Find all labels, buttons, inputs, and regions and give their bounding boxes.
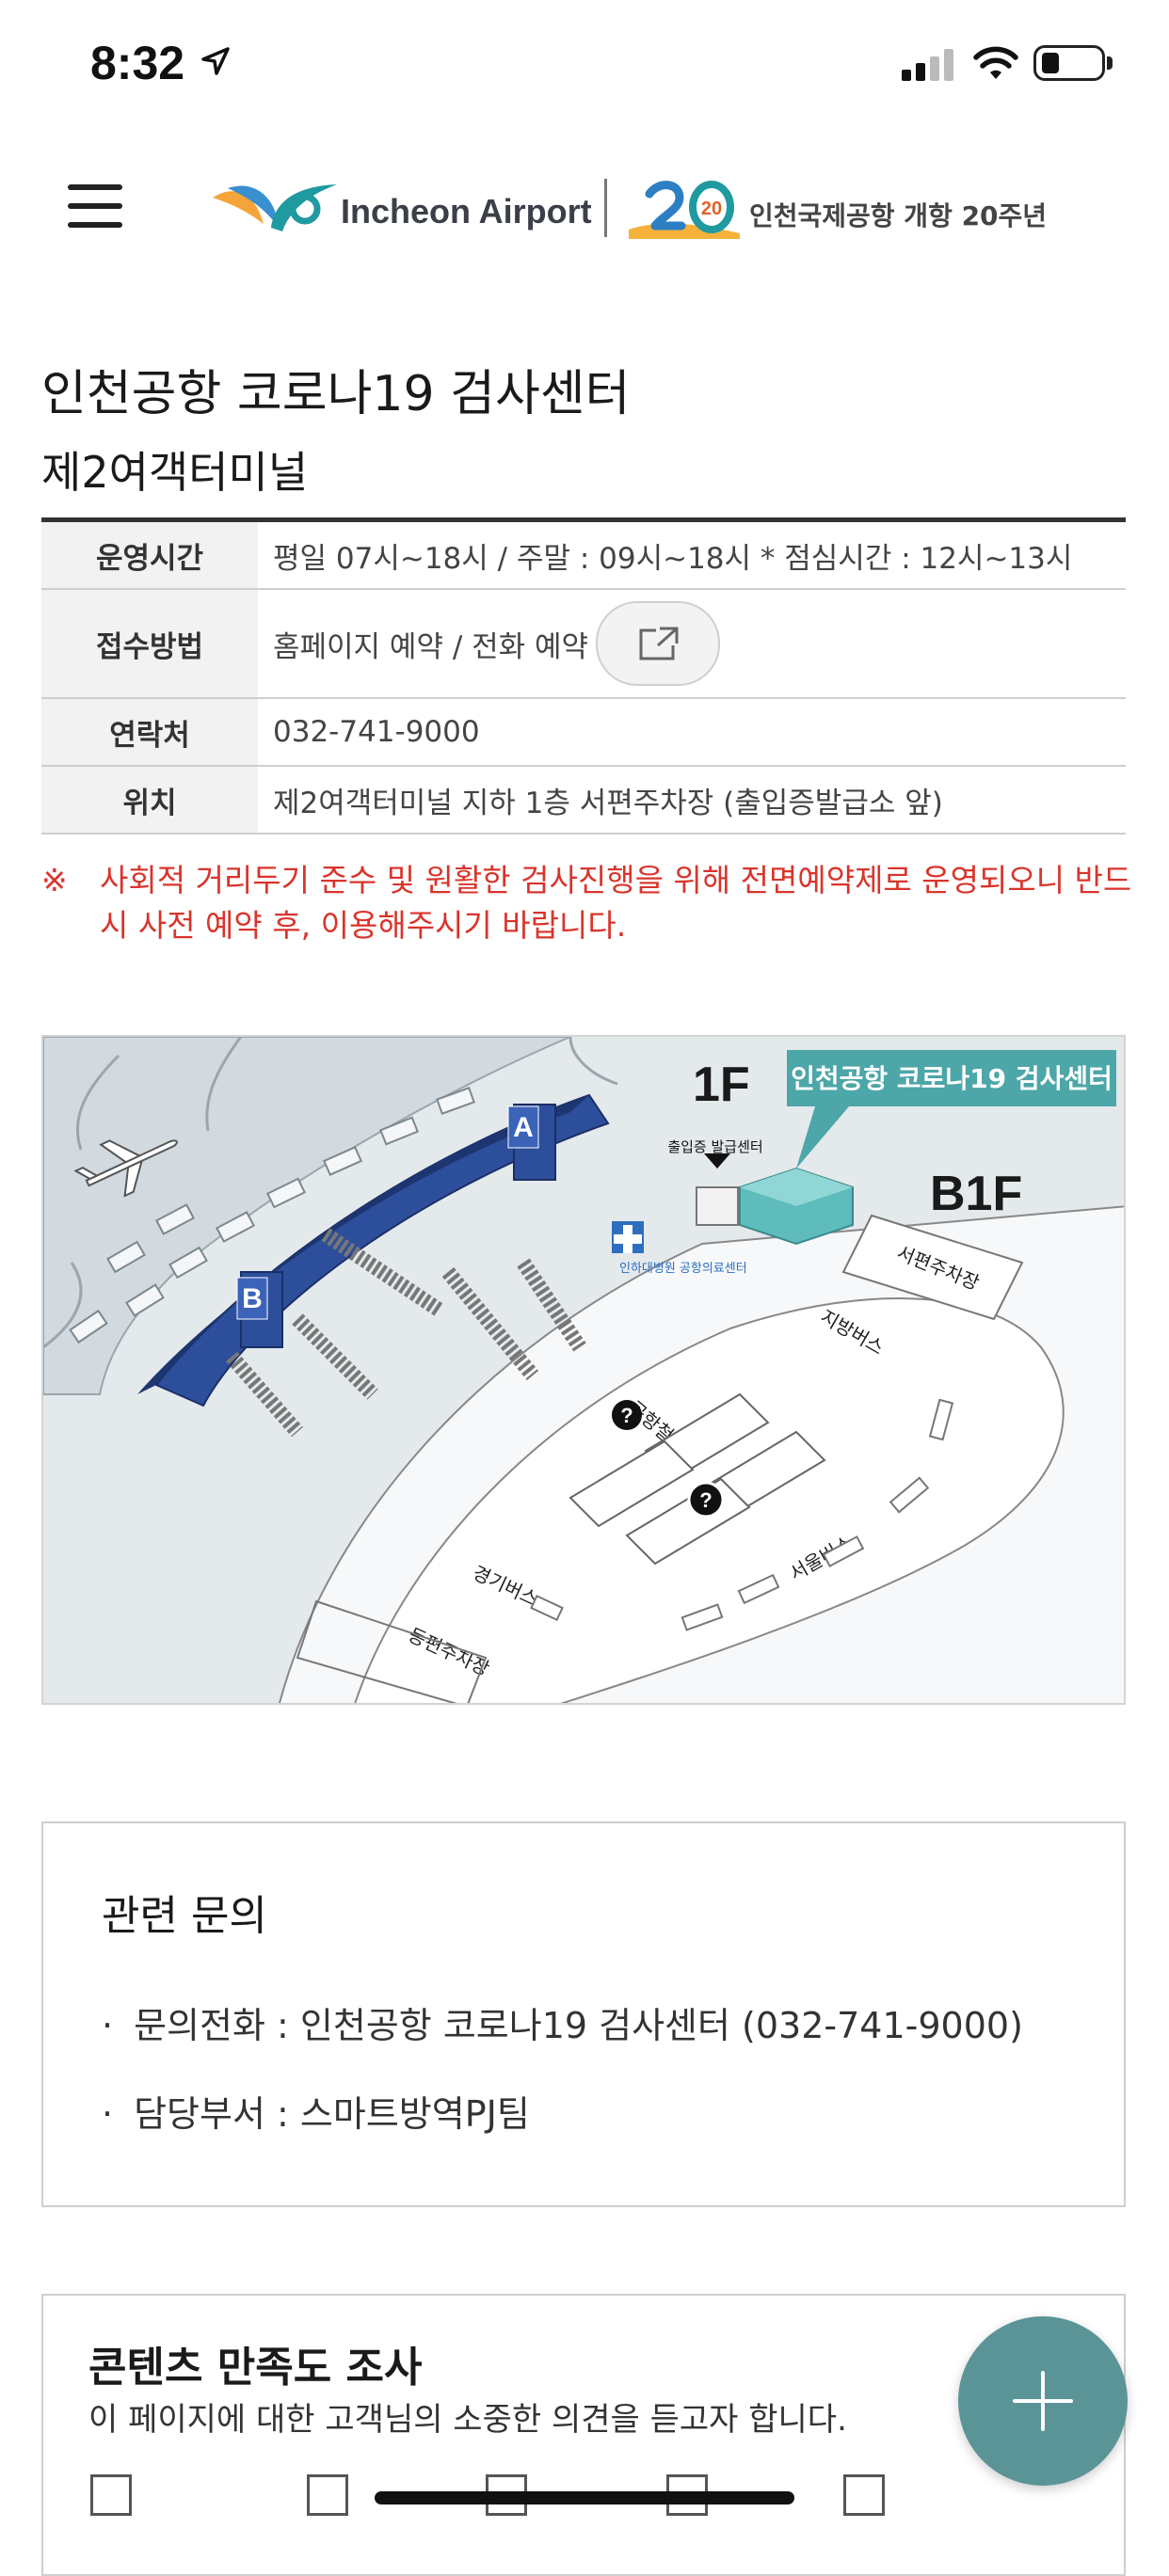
satisfaction-survey: 콘텐츠 만족도 조사 이 페이지에 대한 고객님의 소중한 의견을 듣고자 합니… xyxy=(41,2294,1126,2576)
survey-option-checkbox[interactable] xyxy=(90,2474,132,2516)
row-value: 홈페이지 예약 / 전화 예약 xyxy=(273,629,589,664)
status-time: 8:32 xyxy=(90,37,185,89)
row-value: 032-741-9000 xyxy=(273,715,480,749)
external-link-icon xyxy=(639,627,679,660)
inquiry-phone: 문의전화 : 인천공항 코로나19 검사센터 (032-741-9000) xyxy=(134,2005,1023,2046)
terminal-map-svg: A B 1F B1F 인천공항 코로나19 검사센터 출입증 발급센터 인하대병… xyxy=(43,1037,1124,1703)
cellular-signal-icon xyxy=(902,49,953,81)
logo-divider xyxy=(604,179,607,237)
pass-office-label: 출입증 발급센터 xyxy=(667,1138,762,1155)
row-label: 연락처 xyxy=(41,699,258,765)
medical-center-label: 인하대병원 공항의료센터 xyxy=(619,1262,747,1276)
table-row: 위치 제2여객터미널 지하 1층 서편주차장 (출입증발급소 앞) xyxy=(41,767,1126,835)
floor-b1f-label: B1F xyxy=(930,1167,1022,1221)
gate-b-label: B xyxy=(242,1283,263,1314)
row-value: 평일 07시~18시 / 주말 : 09시~18시 * 점심시간 : 12시~1… xyxy=(273,541,1073,576)
row-value: 제2여객터미널 지하 1층 서편주차장 (출입증발급소 앞) xyxy=(273,786,943,820)
hamburger-menu-icon[interactable] xyxy=(68,184,124,230)
battery-icon xyxy=(1033,45,1105,81)
page-subtitle: 제2여객터미널 xyxy=(41,447,309,498)
anniversary-logo-icon: 20 xyxy=(629,181,740,239)
info-table: 운영시간 평일 07시~18시 / 주말 : 09시~18시 * 점심시간 : … xyxy=(41,517,1126,835)
incheon-airport-logo-icon[interactable] xyxy=(209,175,341,241)
list-item: · 담당부서 : 스마트방역PJ팀 xyxy=(102,2085,530,2137)
bullet: · xyxy=(102,2005,114,2046)
battery-cap xyxy=(1107,56,1113,70)
svg-text:?: ? xyxy=(620,1404,633,1427)
reservation-notice: ※ 사회적 거리두기 준수 및 원활한 검사진행을 위해 전면예약제로 운영되오… xyxy=(41,858,1133,948)
notice-text: 사회적 거리두기 준수 및 원활한 검사진행을 위해 전면예약제로 운영되오니 … xyxy=(100,862,1132,944)
table-row: 연락처 032-741-9000 xyxy=(41,699,1126,767)
table-row: 운영시간 평일 07시~18시 / 주말 : 09시~18시 * 점심시간 : … xyxy=(41,522,1126,590)
row-label: 운영시간 xyxy=(41,522,258,588)
inquiry-box: 관련 문의 · 문의전화 : 인천공항 코로나19 검사센터 (032-741-9… xyxy=(41,1821,1126,2207)
row-value-cell: 홈페이지 예약 / 전화 예약 xyxy=(258,590,1126,697)
anniversary-text: 인천국제공항 개항 20주년 xyxy=(749,200,1048,231)
svg-text:?: ? xyxy=(699,1488,712,1512)
row-label: 위치 xyxy=(41,767,258,833)
floor-1f-label: 1F xyxy=(693,1057,750,1112)
notice-mark: ※ xyxy=(41,862,68,898)
inquiry-department: 담당부서 : 스마트방역PJ팀 xyxy=(134,2093,530,2135)
row-label: 접수방법 xyxy=(41,590,258,697)
location-arrow-icon xyxy=(201,47,230,75)
survey-option-checkbox[interactable] xyxy=(843,2474,885,2516)
inquiry-title: 관련 문의 xyxy=(102,1892,267,1940)
terminal-map: A B 1F B1F 인천공항 코로나19 검사센터 출입증 발급센터 인하대병… xyxy=(41,1035,1126,1705)
home-indicator[interactable] xyxy=(375,2491,794,2504)
plus-icon xyxy=(1013,2371,1073,2431)
reservation-link-button[interactable] xyxy=(596,601,721,686)
floating-action-button[interactable] xyxy=(958,2316,1128,2486)
table-row: 접수방법 홈페이지 예약 / 전화 예약 xyxy=(41,590,1126,699)
callout-label: 인천공항 코로나19 검사센터 xyxy=(791,1063,1113,1094)
logo-text: Incheon Airport xyxy=(341,192,592,231)
anniversary-number: 20 xyxy=(701,199,722,219)
wifi-icon xyxy=(973,46,1018,79)
bullet: · xyxy=(102,2093,114,2135)
survey-description: 이 페이지에 대한 고객님의 소중한 의견을 듣고자 합니다. xyxy=(88,2401,847,2439)
survey-title: 콘텐츠 만족도 조사 xyxy=(88,2344,423,2392)
list-item: · 문의전화 : 인천공항 코로나19 검사센터 (032-741-9000) xyxy=(102,1996,1023,2048)
page-title: 인천공항 코로나19 검사센터 xyxy=(41,366,631,422)
airplane-icon xyxy=(73,1139,178,1198)
survey-option-checkbox[interactable] xyxy=(307,2474,348,2516)
gate-a-label: A xyxy=(513,1112,534,1143)
